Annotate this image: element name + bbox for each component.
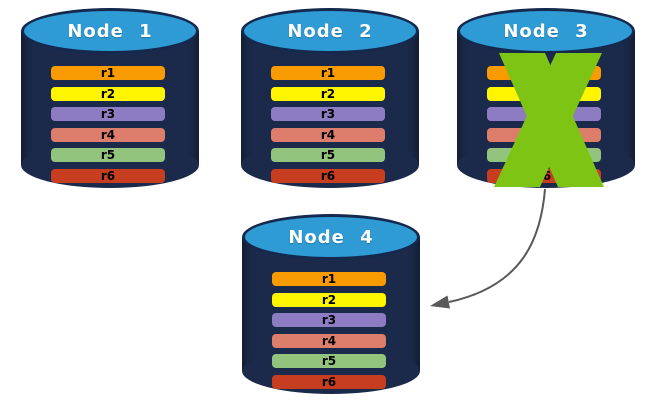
node-2-records: r1 r2 r3 r4 r5 r6	[271, 66, 385, 183]
record-bar-r4: r4	[51, 127, 165, 142]
failover-arrow-curve	[448, 188, 546, 303]
record-bar-r1: r1	[272, 272, 386, 286]
node-4-cylinder-top: Node 4	[242, 214, 420, 260]
record-bar-r5: r5	[487, 148, 601, 162]
failover-arrow-head	[430, 295, 450, 309]
node-3-cylinder-top: Node 3	[457, 8, 635, 54]
node-2-label: Node 2	[287, 20, 373, 42]
record-bar-r6: r6	[272, 374, 386, 389]
record-bar-r4: r4	[271, 127, 385, 142]
record-bar-r2: r2	[487, 86, 601, 101]
node-1-cylinder-top: Node 1	[21, 8, 199, 54]
node-3: Node 3 r1 r2 r3 r4 r5 r6	[457, 8, 635, 188]
record-bar-r6: r6	[271, 168, 385, 183]
record-bar-r6: r6	[487, 168, 601, 183]
record-bar-r2: r2	[271, 86, 385, 101]
record-bar-r6: r6	[51, 168, 165, 183]
failover-arrow	[430, 188, 546, 309]
node-1-records: r1 r2 r3 r4 r5 r6	[51, 66, 165, 183]
node-2-cylinder-top: Node 2	[241, 8, 419, 54]
node-1-label: Node 1	[67, 20, 153, 42]
node-4: Node 4 r1 r2 r3 r4 r5 r6	[242, 214, 420, 394]
record-bar-r1: r1	[51, 66, 165, 80]
record-bar-r5: r5	[272, 354, 386, 368]
node-3-records: r1 r2 r3 r4 r5 r6	[487, 66, 601, 183]
record-bar-r5: r5	[271, 148, 385, 162]
record-bar-r1: r1	[487, 66, 601, 80]
node-4-label: Node 4	[288, 226, 374, 248]
record-bar-r5: r5	[51, 148, 165, 162]
record-bar-r3: r3	[272, 313, 386, 327]
node-3-label: Node 3	[503, 20, 589, 42]
node-4-records: r1 r2 r3 r4 r5 r6	[272, 272, 386, 389]
record-bar-r4: r4	[487, 127, 601, 142]
record-bar-r3: r3	[271, 107, 385, 121]
record-bar-r2: r2	[272, 292, 386, 307]
record-bar-r3: r3	[487, 107, 601, 121]
record-bar-r1: r1	[271, 66, 385, 80]
record-bar-r3: r3	[51, 107, 165, 121]
record-bar-r2: r2	[51, 86, 165, 101]
record-bar-r4: r4	[272, 333, 386, 348]
node-1: Node 1 r1 r2 r3 r4 r5 r6	[21, 8, 199, 188]
node-2: Node 2 r1 r2 r3 r4 r5 r6	[241, 8, 419, 188]
